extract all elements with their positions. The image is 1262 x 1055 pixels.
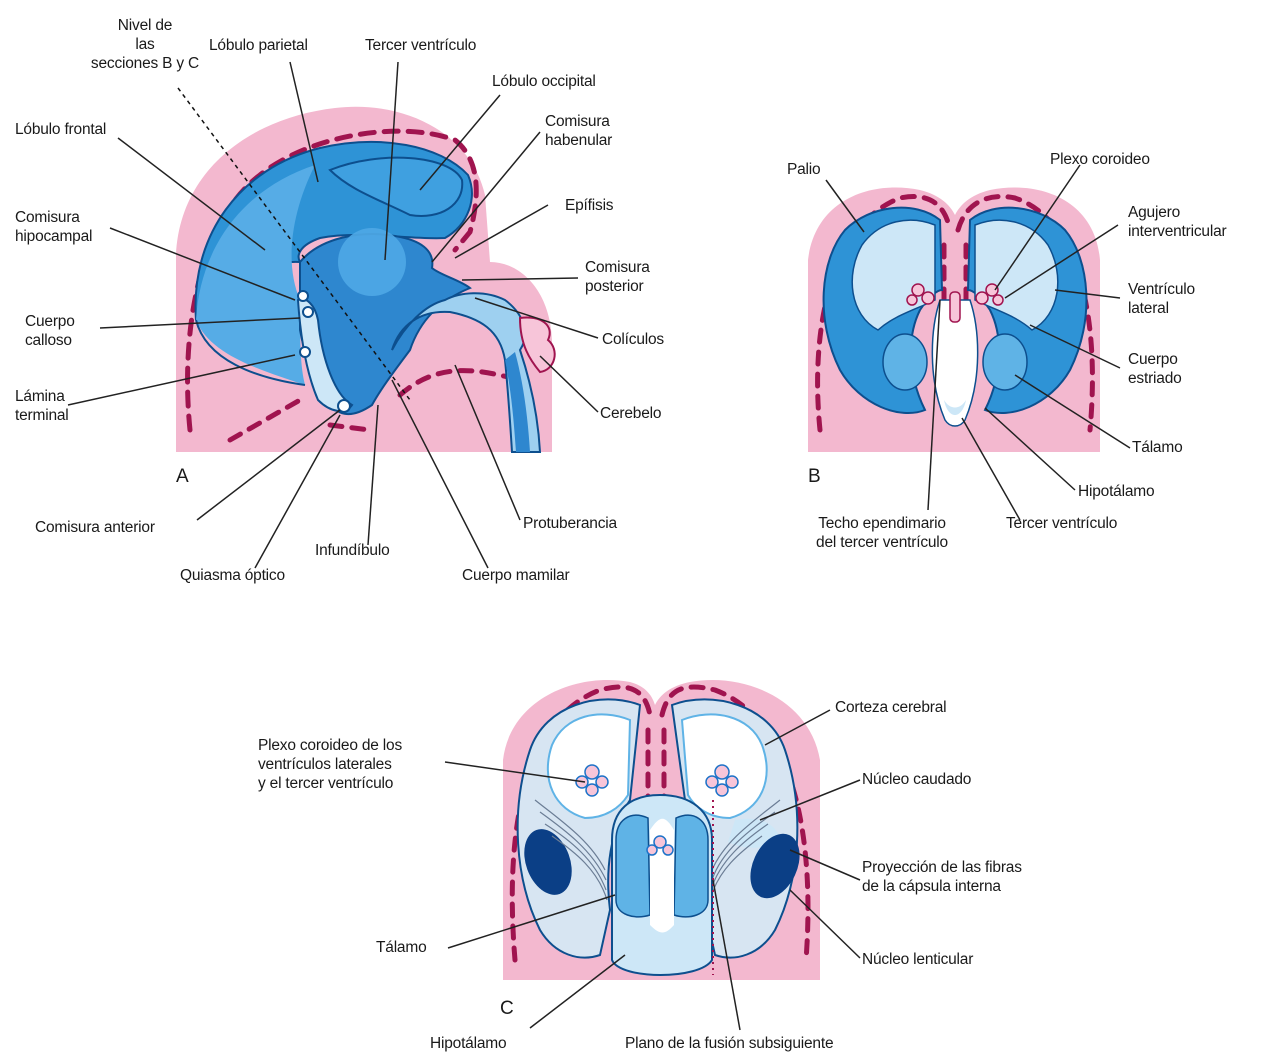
label-protuberancia: Protuberancia	[523, 514, 617, 533]
label-corteza-cerebral: Corteza cerebral	[835, 698, 946, 717]
label-plano-fusion: Plano de la fusión subsiguiente	[625, 1034, 833, 1053]
label-infundibulo: Infundíbulo	[315, 541, 390, 560]
label-plexo-coroideo-c: Plexo coroideo de los ventrículos latera…	[258, 736, 402, 793]
thalamus-left	[616, 815, 650, 917]
panel-a-drawing	[68, 62, 598, 568]
label-lobulo-frontal: Lóbulo frontal	[15, 120, 106, 139]
label-nucleo-lenticular: Núcleo lenticular	[862, 950, 973, 969]
label-cerebelo: Cerebelo	[600, 404, 661, 423]
label-cuerpo-estriado: Cuerpo estriado	[1128, 350, 1182, 388]
label-lobulo-parietal: Lóbulo parietal	[209, 36, 308, 55]
label-comisura-hipocampal: Comisura hipocampal	[15, 208, 92, 246]
label-ventriculo-lateral: Ventrículo lateral	[1128, 280, 1195, 318]
label-palio: Palio	[787, 160, 820, 179]
corpus-striatum-right	[983, 334, 1027, 390]
label-comisura-anterior: Comisura anterior	[35, 518, 155, 537]
panel-b-letter: B	[808, 466, 821, 488]
label-talamo-c: Tálamo	[376, 938, 426, 957]
label-nucleo-caudado: Núcleo caudado	[862, 770, 971, 789]
label-tercer-ventriculo-a: Tercer ventrículo	[365, 36, 476, 55]
label-cuerpo-mamilar: Cuerpo mamilar	[462, 566, 569, 585]
panel-c-letter: C	[500, 998, 514, 1020]
label-plexo-coroideo: Plexo coroideo	[1050, 150, 1150, 169]
panel-a-letter: A	[176, 466, 189, 488]
label-epifisis: Epífisis	[565, 196, 613, 215]
label-talamo-b: Tálamo	[1132, 438, 1182, 457]
label-agujero-interventricular: Agujero interventricular	[1128, 203, 1226, 241]
label-tercer-ventriculo-b: Tercer ventrículo	[1006, 514, 1117, 533]
label-coliculos: Colículos	[602, 330, 664, 349]
commissure-circle	[298, 291, 308, 301]
label-nivel-secciones: Nivel de las secciones B y C	[70, 16, 220, 73]
label-cuerpo-calloso: Cuerpo calloso	[25, 312, 75, 350]
third-ventricle-bulge	[338, 228, 406, 296]
thalamus-right	[674, 815, 708, 917]
corpus-striatum-left	[883, 334, 927, 390]
panel-c-drawing	[445, 680, 860, 1030]
label-comisura-habenular: Comisura habenular	[545, 112, 612, 150]
label-comisura-posterior: Comisura posterior	[585, 258, 650, 296]
label-quiasma-optico: Quiasma óptico	[180, 566, 285, 585]
label-lamina-terminal: Lámina terminal	[15, 387, 69, 425]
label-techo-ependimario: Techo ependimario del tercer ventrículo	[792, 514, 972, 552]
label-hipotalamo-c: Hipotálamo	[430, 1034, 506, 1053]
label-hipotalamo-b: Hipotálamo	[1078, 482, 1154, 501]
label-proyeccion-fibras: Proyección de las fibras de la cápsula i…	[862, 858, 1022, 896]
panel-b-drawing	[808, 165, 1130, 520]
label-lobulo-occipital: Lóbulo occipital	[492, 72, 596, 91]
